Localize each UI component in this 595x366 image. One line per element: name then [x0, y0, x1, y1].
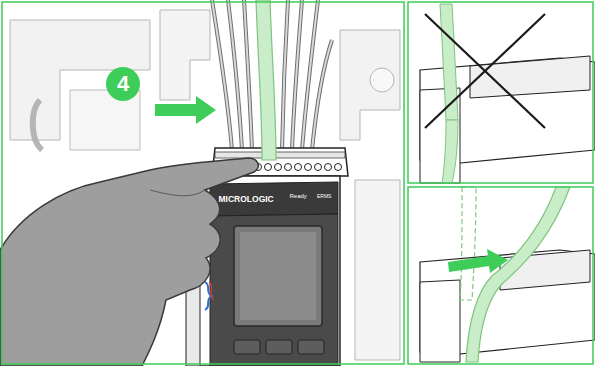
breaker-housing: [340, 30, 400, 140]
spring-symbol: [33, 100, 42, 150]
breaker-housing: [160, 10, 210, 100]
callout-number: 4: [117, 73, 129, 95]
wire: [244, 0, 252, 150]
terminal-block: [215, 152, 345, 158]
wire: [312, 40, 332, 150]
wire-highlight: [302, 0, 318, 150]
wire: [282, 0, 288, 150]
terminal-screw: [275, 164, 282, 171]
trip-unit-label-band: [210, 182, 338, 216]
button-symbol: [266, 340, 292, 354]
screw-symbol: [370, 68, 394, 92]
button-symbol: [234, 340, 260, 354]
terminal-screw: [285, 164, 292, 171]
ribbon-strap-before: [460, 187, 476, 300]
terminal-block: [470, 56, 590, 98]
callout-circle: [106, 67, 140, 101]
wire: [292, 0, 302, 150]
hand: [0, 158, 258, 366]
terminal-screw: [295, 164, 302, 171]
cross-mark: [425, 14, 545, 128]
push-arrow: [155, 96, 216, 124]
wire-highlight: [292, 0, 302, 150]
terminal-screw: [315, 164, 322, 171]
trip-unit-body: [420, 280, 460, 362]
panel-frame: [408, 187, 593, 364]
panel-frame: [2, 2, 404, 364]
button-symbol: [298, 340, 324, 354]
terminal-screw: [265, 164, 272, 171]
terminal-screw: [325, 164, 332, 171]
wire: [209, 282, 214, 300]
terminal-screw: [335, 164, 342, 171]
ribbon-strap: [442, 120, 458, 183]
cross-mark: [425, 14, 545, 128]
terminal-screw: [305, 164, 312, 171]
product-name: MICROLOGIC: [219, 195, 274, 204]
push-arrow: [448, 249, 508, 273]
breaker-housing: [355, 180, 400, 360]
status-indicator: Ready: [290, 193, 307, 199]
wire-highlight: [312, 40, 332, 150]
trip-unit-front: [210, 214, 338, 366]
ribbon-strap: [256, 0, 276, 160]
display-screen: [234, 226, 322, 326]
wire-highlight: [282, 0, 288, 150]
wire-highlight: [244, 0, 252, 150]
ribbon-strap: [440, 4, 458, 120]
hand-crease: [150, 190, 205, 196]
panel-frame: [408, 2, 593, 183]
display-screen: [240, 232, 316, 320]
status-indicator: ERMS: [317, 194, 331, 199]
wire-highlight: [228, 0, 242, 150]
ribbon-strap: [466, 187, 570, 362]
wire-highlight: [212, 0, 232, 150]
